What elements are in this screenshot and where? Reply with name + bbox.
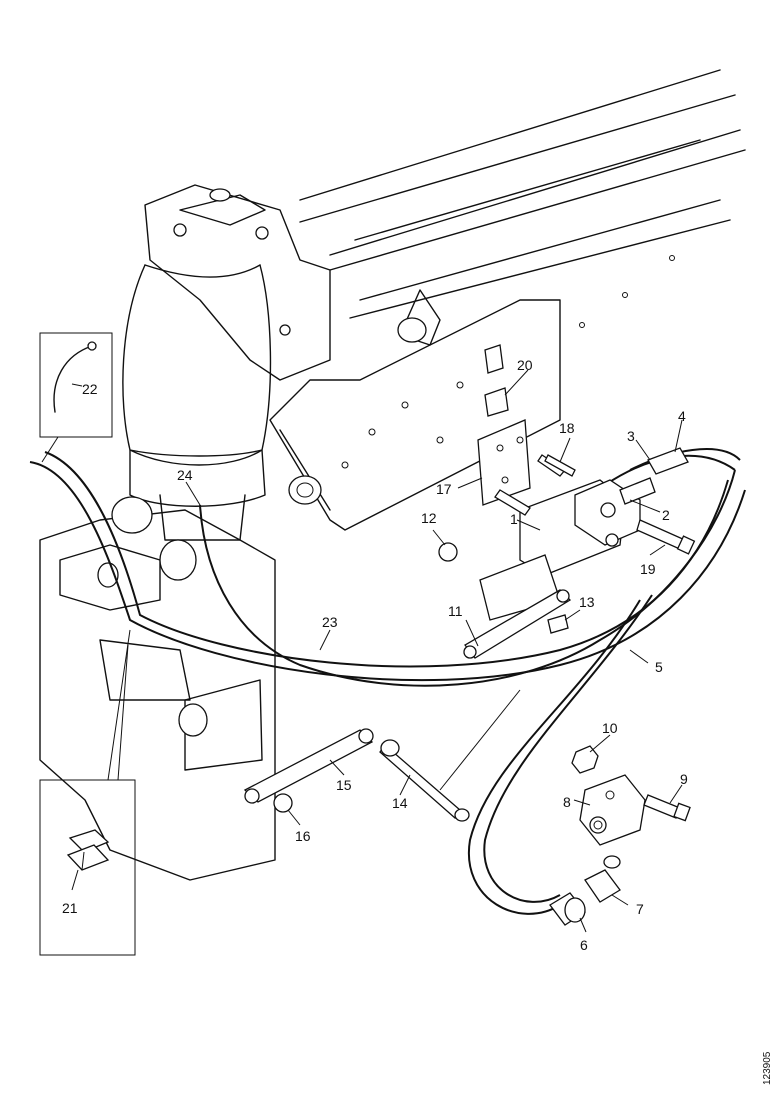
- bolt-19: [636, 519, 686, 551]
- fitting-6: [549, 892, 586, 926]
- callout-2: 2: [662, 507, 670, 523]
- callout-11: 11: [448, 603, 463, 619]
- leader-lines: [41, 369, 683, 933]
- callout-15: 15: [336, 777, 352, 793]
- callout-6: 6: [580, 937, 588, 953]
- bracket-20: [484, 344, 509, 417]
- drawing-reference-number: 123905: [762, 1051, 773, 1085]
- detail-box-22: [39, 332, 113, 438]
- callout-22: 22: [82, 381, 98, 397]
- bolt-9-head: [673, 802, 691, 822]
- block-8: [579, 774, 646, 846]
- bolt-19-head: [676, 535, 696, 555]
- callout-10: 10: [602, 720, 618, 736]
- air-spring-bellows: [122, 264, 272, 541]
- callout-4: 4: [678, 408, 686, 424]
- detail-box-21: [39, 779, 136, 956]
- nut-12: [438, 542, 458, 562]
- callout-24: 24: [177, 467, 193, 483]
- callout-8: 8: [563, 794, 571, 810]
- callout-14: 14: [392, 795, 408, 811]
- nut-10: [571, 745, 599, 774]
- callout-9: 9: [680, 771, 688, 787]
- callout-19: 19: [640, 561, 656, 577]
- bracket-17: [477, 419, 566, 516]
- callout-labels: 1 2 3 4 5 6 7 8 9 10 11 12 13 14 15 16 1…: [62, 357, 688, 953]
- fitting-7: [584, 855, 621, 903]
- link-15: [243, 728, 374, 804]
- callout-21: 21: [62, 900, 78, 916]
- callout-13: 13: [579, 594, 595, 610]
- callout-3: 3: [627, 428, 635, 444]
- callout-5: 5: [655, 659, 663, 675]
- hoses: [29, 448, 746, 915]
- rod-14: [379, 739, 470, 822]
- callout-16: 16: [295, 828, 311, 844]
- bolt-18: [544, 454, 576, 477]
- callout-18: 18: [559, 420, 575, 436]
- nut-16: [273, 793, 293, 813]
- link-rod-11: [463, 589, 572, 659]
- callout-7: 7: [636, 901, 644, 917]
- callout-1: 1: [510, 511, 518, 527]
- callout-17: 17: [436, 481, 452, 497]
- bolt-9: [643, 794, 681, 819]
- callout-23: 23: [322, 614, 338, 630]
- callout-12: 12: [421, 510, 437, 526]
- axle-housing: [39, 496, 276, 881]
- chassis-frame: [144, 69, 746, 531]
- callout-20: 20: [517, 357, 533, 373]
- bolt-13: [547, 614, 569, 634]
